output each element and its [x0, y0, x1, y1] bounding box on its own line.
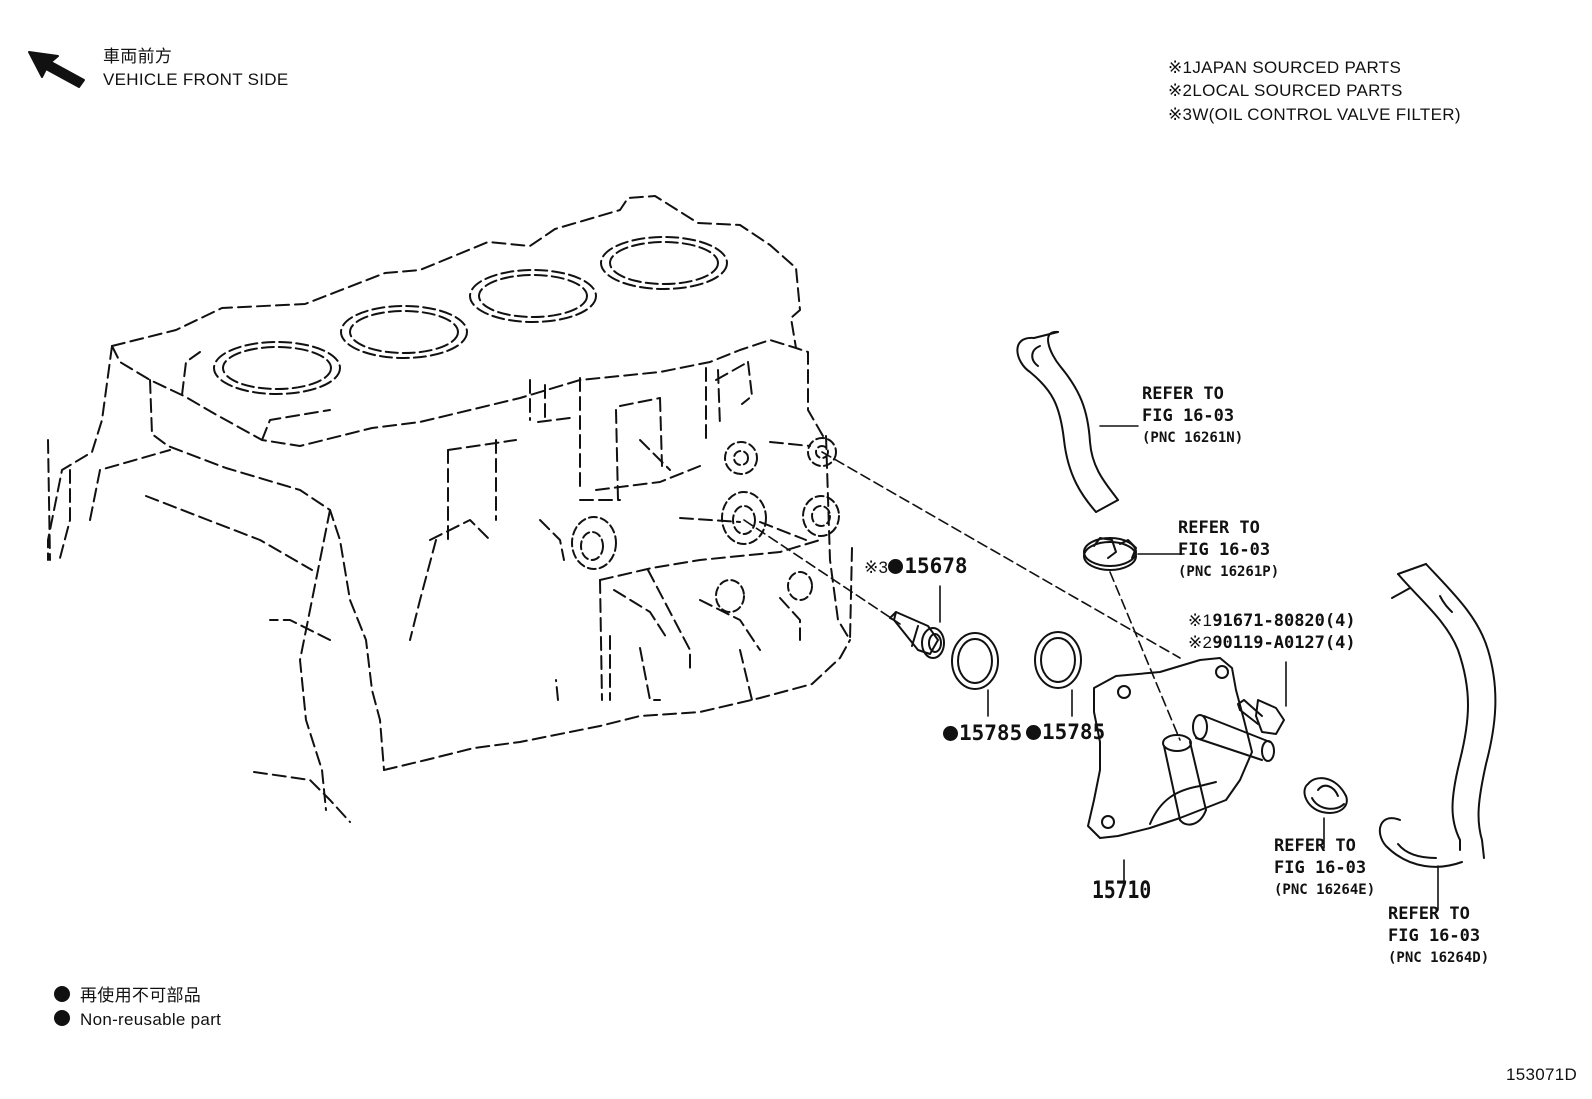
engine-block-outline — [47, 195, 853, 823]
part-label-gasket-left: 15785 — [943, 723, 1022, 744]
note-mark: ※1 — [1188, 611, 1213, 630]
part-label-bolt-1: ※191671-80820(4) — [1188, 612, 1356, 630]
note-text: LOCAL SOURCED PARTS — [1192, 81, 1403, 100]
part-number-15678: 15678 — [904, 554, 968, 578]
note-3: ※3W(OIL CONTROL VALVE FILTER) — [1168, 106, 1461, 123]
non-reusable-dot-icon — [943, 726, 958, 741]
cylinder-bores — [213, 236, 728, 395]
part-number-bolt-local: 90119-A0127(4) — [1212, 633, 1356, 653]
non-reusable-dot-icon — [888, 559, 904, 574]
note-2: ※2LOCAL SOURCED PARTS — [1168, 82, 1403, 99]
oil-cooler — [1087, 657, 1275, 839]
vehicle-front-label-en: VEHICLE FRONT SIDE — [103, 70, 289, 89]
leader-lines — [939, 425, 1439, 911]
note-mark: ※3 — [1168, 105, 1193, 124]
ref-hose-right-line3: (PNC 16264D) — [1388, 950, 1490, 966]
ref-hose-top-line1: REFER TO — [1142, 384, 1224, 404]
gasket-right — [1034, 631, 1082, 689]
non-reusable-dot-icon — [54, 1010, 70, 1026]
note-mark: ※2 — [1188, 633, 1213, 652]
ref-clamp-low-line3: (PNC 16264E) — [1274, 882, 1376, 898]
ref-clamp-top-line1: REFER TO — [1178, 518, 1260, 538]
oil-control-valve-filter — [889, 611, 945, 659]
ref-clamp-top-line2: FIG 16-03 — [1178, 540, 1271, 560]
legend-en: Non-reusable part — [54, 1010, 221, 1028]
figure-id: 153071D — [1506, 1065, 1578, 1084]
legend-jp: 再使用不可部品 — [54, 986, 201, 1004]
part-label-gasket-right: 15785 — [1026, 722, 1105, 743]
part-number-15710: 15710 — [1092, 876, 1152, 904]
legend-jp-text: 再使用不可部品 — [80, 986, 202, 1005]
vehicle-front-label-jp: 車両前方 — [103, 47, 173, 66]
note-mark: ※1 — [1168, 58, 1193, 77]
note-mark: ※3 — [864, 558, 889, 577]
ref-hose-top-line3: (PNC 16261N) — [1142, 430, 1244, 446]
note-1: ※1JAPAN SOURCED PARTS — [1168, 59, 1401, 76]
note-mark: ※2 — [1168, 81, 1193, 100]
note-text: JAPAN SOURCED PARTS — [1192, 58, 1402, 77]
non-reusable-dot-icon — [54, 986, 70, 1002]
upper-clamp — [1083, 537, 1137, 571]
ref-clamp-low-line1: REFER TO — [1274, 836, 1356, 856]
part-label-bolt-2: ※290119-A0127(4) — [1188, 634, 1356, 652]
ref-hose-top-line2: FIG 16-03 — [1142, 406, 1235, 426]
part-number-15785: 15785 — [1042, 720, 1106, 744]
front-arrow-icon — [28, 51, 85, 88]
ref-clamp-low-line2: FIG 16-03 — [1274, 858, 1367, 878]
mounting-bolt — [1237, 699, 1285, 735]
part-number-15785: 15785 — [959, 721, 1023, 745]
lower-clamp — [1303, 777, 1348, 814]
block-ports — [571, 437, 840, 613]
legend-en-text: Non-reusable part — [80, 1010, 222, 1029]
part-label-filter: ※3 15678 — [864, 556, 968, 577]
right-hose — [1378, 563, 1497, 868]
note-text: W(OIL CONTROL VALVE FILTER) — [1192, 105, 1461, 124]
ref-clamp-top-line3: (PNC 16261P) — [1178, 564, 1280, 580]
upper-hose — [1016, 330, 1119, 513]
gasket-left — [951, 632, 999, 690]
assembly-lines — [743, 451, 1181, 741]
part-number-bolt-japan: 91671-80820(4) — [1212, 611, 1356, 631]
non-reusable-dot-icon — [1026, 725, 1041, 740]
ref-hose-right-line2: FIG 16-03 — [1388, 926, 1481, 946]
ref-hose-right-line1: REFER TO — [1388, 904, 1470, 924]
